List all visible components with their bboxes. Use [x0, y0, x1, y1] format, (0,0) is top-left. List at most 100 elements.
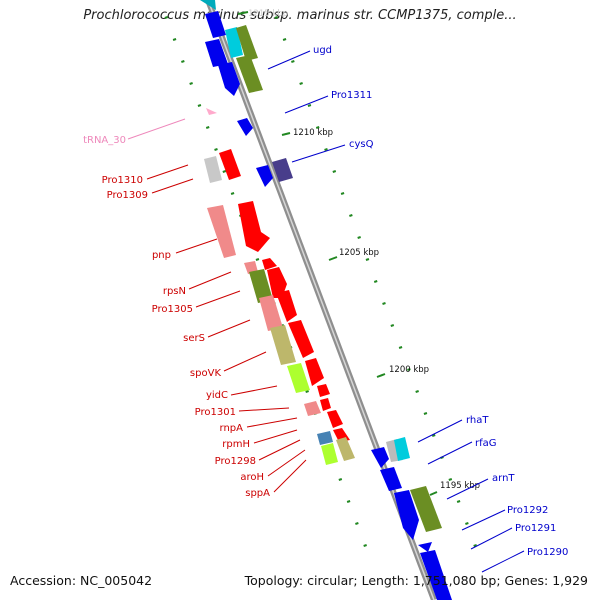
gene-feature[interactable] — [371, 447, 389, 468]
gene-feature[interactable] — [327, 410, 343, 428]
scale-tick — [376, 373, 386, 378]
gene-label-pnp[interactable]: pnp — [152, 250, 171, 261]
gene-feature[interactable] — [321, 443, 338, 465]
gene-feature[interactable] — [238, 201, 270, 252]
gene-feature[interactable] — [256, 165, 273, 187]
scale-tick — [429, 491, 438, 496]
gene-label-rfag[interactable]: rfaG — [475, 438, 497, 449]
minor-tick — [172, 38, 177, 41]
gene-label-pro1310[interactable]: Pro1310 — [102, 175, 143, 186]
gene-feature[interactable] — [236, 25, 258, 61]
gene-feature[interactable] — [272, 158, 293, 182]
scale-label: 1205 kbp — [339, 248, 379, 258]
gene-feature[interactable] — [205, 39, 228, 67]
gene-label-aroh[interactable]: aroH — [240, 472, 264, 483]
gene-feature[interactable] — [305, 358, 324, 386]
gene-feature[interactable] — [249, 269, 273, 303]
gene-label-ugd[interactable]: ugd — [313, 45, 332, 56]
gene-feature[interactable] — [394, 437, 410, 461]
scale-tick — [281, 132, 291, 136]
minor-tick — [431, 434, 436, 437]
gene-label-pro1309[interactable]: Pro1309 — [107, 190, 148, 201]
gene-label-rpmh[interactable]: rpmH — [222, 439, 250, 450]
gene-label-arnt[interactable]: arnT — [492, 473, 515, 484]
gene-feature[interactable] — [204, 156, 222, 183]
gene-feature[interactable] — [218, 62, 240, 96]
gene-label-pro1298[interactable]: Pro1298 — [215, 456, 256, 467]
gene-feature[interactable] — [410, 486, 442, 532]
gene-label-yidc[interactable]: yidC — [206, 390, 228, 401]
minor-tick — [456, 500, 461, 503]
scale-label: 1210 kbp — [293, 128, 333, 138]
gene-feature[interactable] — [394, 490, 419, 540]
minor-tick — [355, 522, 359, 525]
minor-ticks — [164, 16, 477, 547]
gene-label-pro1311[interactable]: Pro1311 — [331, 90, 372, 101]
gene-feature[interactable] — [200, 0, 216, 10]
gene-feature[interactable] — [317, 431, 333, 445]
minor-tick — [291, 60, 295, 63]
gene-label-rnpa[interactable]: rnpA — [220, 423, 244, 434]
gene-feature[interactable] — [287, 363, 310, 393]
leader-line — [267, 50, 311, 70]
gene-feature[interactable] — [259, 295, 283, 331]
gene-label-rhat[interactable]: rhaT — [466, 415, 489, 426]
leader-line — [461, 509, 506, 531]
minor-tick — [357, 236, 361, 239]
minor-tick — [205, 126, 210, 129]
gene-feature[interactable] — [219, 149, 241, 180]
gene-feature[interactable] — [270, 325, 296, 365]
gene-feature[interactable] — [205, 11, 226, 38]
gene-feature[interactable] — [237, 118, 253, 136]
gene-label-pro1301[interactable]: Pro1301 — [195, 407, 236, 418]
minor-tick — [307, 104, 312, 107]
minor-tick — [448, 478, 453, 481]
gene-label-sers[interactable]: serS — [183, 333, 205, 344]
gene-feature[interactable] — [304, 401, 321, 416]
leader-line — [230, 385, 278, 396]
gene-labels: ugd Pro1311 cysQ rhaT rfaG arnT Pro1292 … — [83, 45, 568, 558]
gene-label-pro1292[interactable]: Pro1292 — [507, 505, 548, 516]
minor-tick — [363, 544, 367, 547]
gene-label-pro1291[interactable]: Pro1291 — [515, 523, 556, 534]
gene-label-sppa[interactable]: sppA — [245, 488, 270, 499]
minor-tick — [164, 16, 169, 19]
gene-feature[interactable] — [418, 542, 432, 552]
topology-text: Topology: circular; Length: 1,751,080 bp… — [244, 573, 588, 588]
gene-feature[interactable] — [320, 398, 331, 411]
minor-tick — [324, 148, 328, 151]
gene-feature[interactable] — [236, 55, 263, 93]
leader-line — [238, 407, 290, 412]
gene-label-spovk[interactable]: spoVK — [190, 368, 222, 379]
gene-feature[interactable] — [336, 437, 355, 461]
minor-tick — [230, 192, 235, 195]
scale-label: 1215 kbp — [248, 9, 288, 19]
minor-tick — [214, 148, 218, 151]
trna-feature[interactable] — [206, 108, 217, 115]
leader-line — [291, 144, 346, 163]
gene-feature[interactable] — [317, 384, 330, 397]
gene-label-pro1305[interactable]: Pro1305 — [152, 304, 193, 315]
minor-tick — [315, 126, 320, 129]
leader-line — [223, 351, 267, 372]
gene-feature[interactable] — [267, 267, 287, 298]
gene-feature[interactable] — [276, 290, 297, 322]
gene-feature[interactable] — [262, 258, 277, 270]
gene-label-rpsn[interactable]: rpsN — [163, 286, 186, 297]
gene-feature[interactable] — [288, 320, 314, 358]
gene-feature[interactable] — [420, 550, 452, 600]
gene-label-leaders — [127, 50, 525, 573]
leader-line — [470, 527, 513, 550]
gene-feature[interactable] — [380, 467, 402, 491]
minor-tick — [305, 390, 309, 393]
minor-tick — [189, 82, 193, 85]
minor-tick — [398, 346, 403, 349]
gene-label-trna-30[interactable]: tRNA_30 — [83, 135, 126, 146]
gene-label-pro1290[interactable]: Pro1290 — [527, 547, 568, 558]
minor-tick — [332, 170, 337, 173]
scale-tick — [328, 256, 338, 261]
gene-feature[interactable] — [244, 261, 258, 274]
gene-feature[interactable] — [207, 205, 236, 258]
gene-label-cysq[interactable]: cysQ — [349, 139, 374, 150]
